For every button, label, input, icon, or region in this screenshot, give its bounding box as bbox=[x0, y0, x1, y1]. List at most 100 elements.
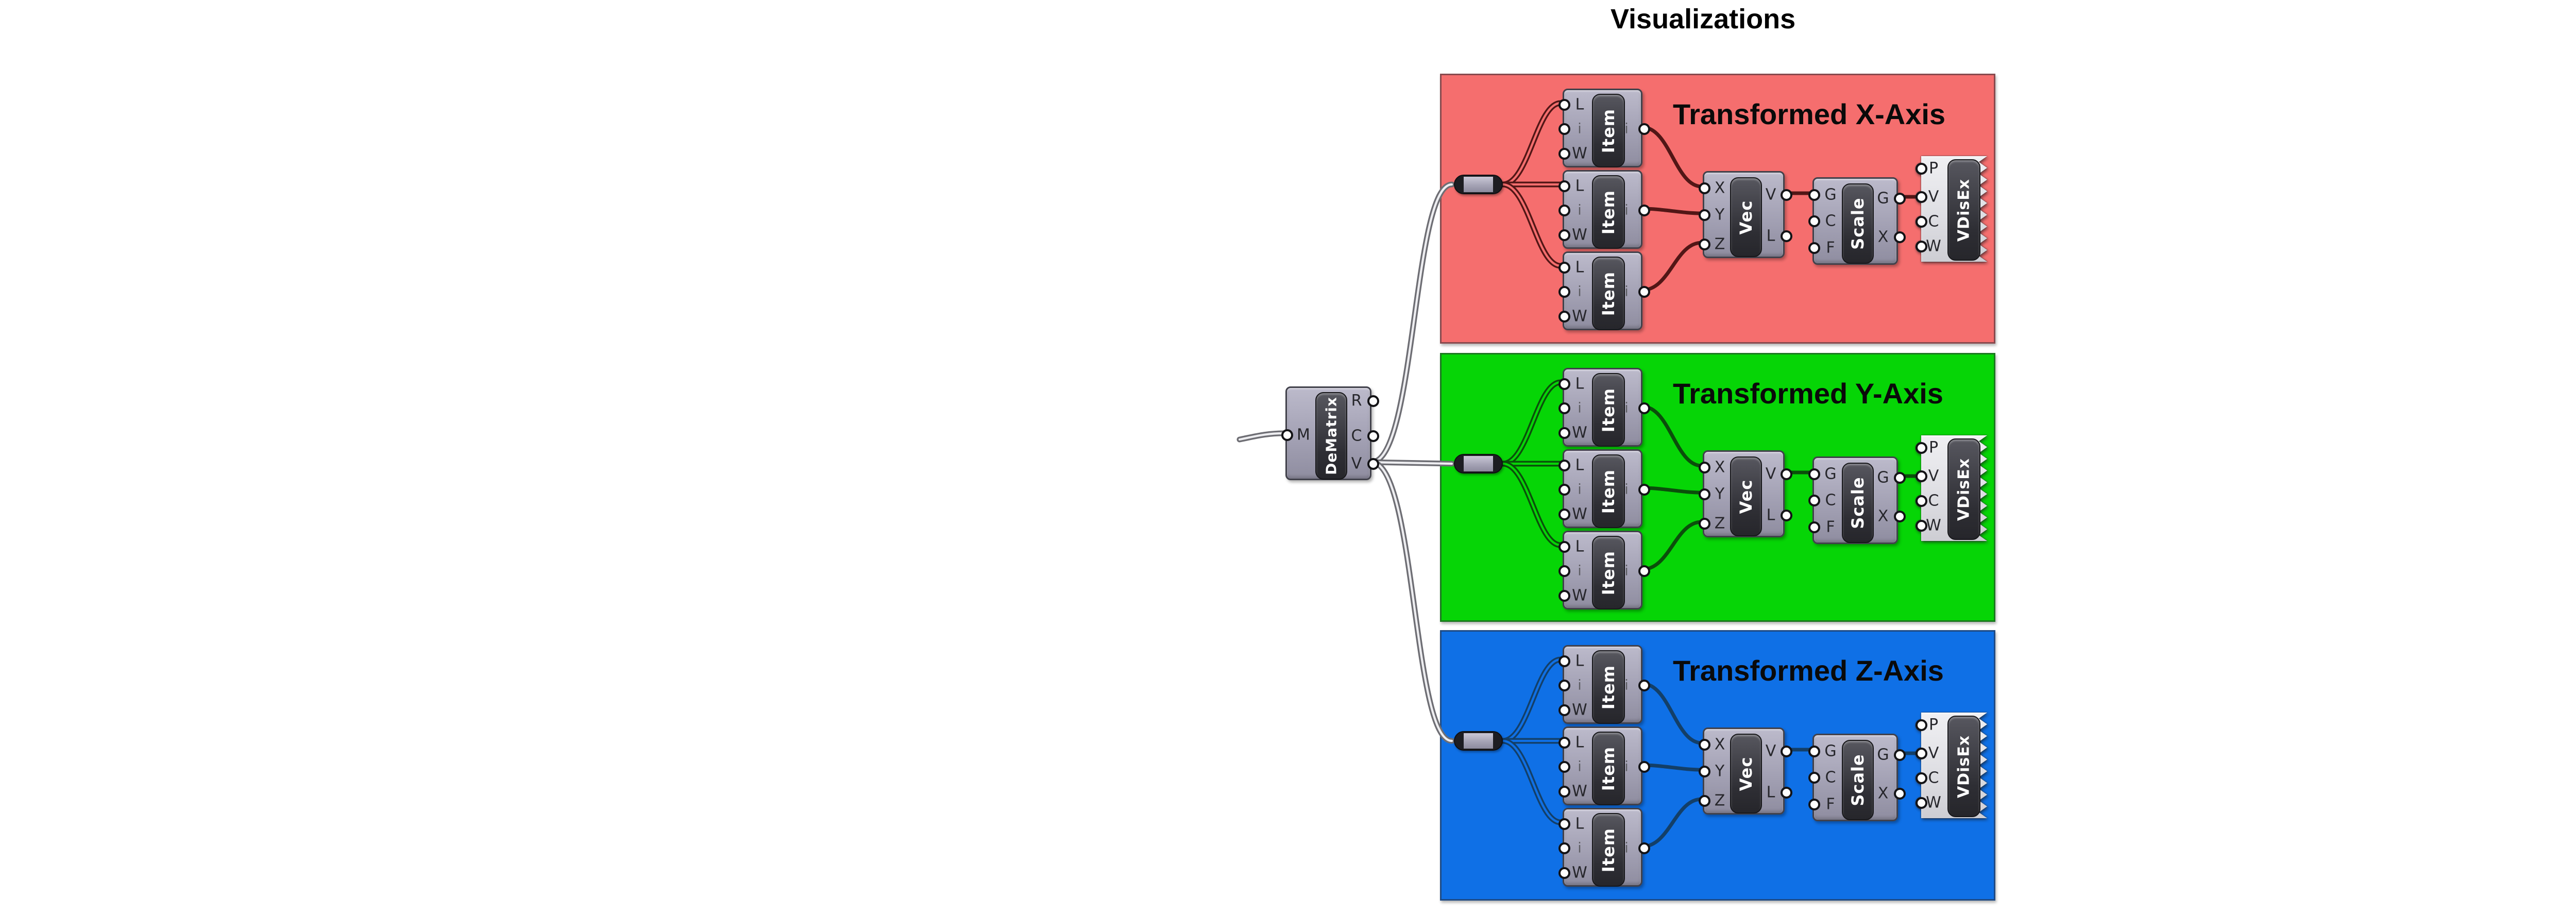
item-input-port-W[interactable] bbox=[1558, 785, 1570, 798]
scale-output-port-G[interactable] bbox=[1893, 471, 1906, 484]
item-input-port-i[interactable] bbox=[1558, 760, 1570, 773]
item-input-port-i[interactable] bbox=[1558, 483, 1570, 496]
scale-input-port-G[interactable] bbox=[1808, 189, 1820, 201]
wire-item2-vecZ[interactable] bbox=[1640, 241, 1704, 292]
item-input-port-L[interactable] bbox=[1558, 459, 1570, 471]
item-input-port-L[interactable] bbox=[1558, 98, 1570, 111]
scale-output-port-X[interactable] bbox=[1893, 510, 1906, 522]
dematrix-output-port-R[interactable] bbox=[1367, 395, 1379, 407]
item-input-port-W[interactable] bbox=[1558, 508, 1570, 520]
vec-output-port-V[interactable] bbox=[1780, 189, 1792, 201]
vdisex-input-port-V[interactable] bbox=[1915, 470, 1927, 482]
wire-item0-vecX[interactable] bbox=[1640, 404, 1704, 468]
item-input-port-W[interactable] bbox=[1558, 147, 1570, 160]
item-input-port-i[interactable] bbox=[1558, 123, 1570, 135]
item-input-port-W[interactable] bbox=[1558, 704, 1570, 716]
scale-output-port-G[interactable] bbox=[1893, 749, 1906, 761]
vdisex-input-port-W[interactable] bbox=[1915, 519, 1927, 532]
vec-output-port-L[interactable] bbox=[1780, 230, 1792, 242]
vec-input-port-X[interactable] bbox=[1698, 182, 1710, 194]
scale-input-port-F[interactable] bbox=[1808, 521, 1820, 533]
vec-input-port-Y[interactable] bbox=[1698, 488, 1710, 500]
dematrix-output-port-V[interactable] bbox=[1367, 458, 1379, 470]
item-output-port-i[interactable] bbox=[1638, 760, 1650, 773]
item-input-port-W[interactable] bbox=[1558, 310, 1570, 323]
relay-node-z[interactable] bbox=[1454, 731, 1503, 751]
item-output-port-i[interactable] bbox=[1638, 565, 1650, 577]
wire-item1-vecY[interactable] bbox=[1640, 207, 1704, 215]
scale-input-port-G[interactable] bbox=[1808, 745, 1820, 757]
item-input-port-i[interactable] bbox=[1558, 285, 1570, 298]
wire-v-to-relay-x[interactable] bbox=[1368, 181, 1455, 465]
dematrix-output-port-C[interactable] bbox=[1367, 430, 1379, 442]
wire-item2-vecZ[interactable] bbox=[1640, 797, 1704, 849]
wire-matrix-input-gap[interactable] bbox=[1238, 432, 1285, 441]
wire-item1-vecY[interactable] bbox=[1640, 763, 1704, 772]
item-input-port-L[interactable] bbox=[1558, 378, 1570, 390]
item-output-port-i[interactable] bbox=[1638, 285, 1650, 298]
vdisex-input-port-C[interactable] bbox=[1915, 772, 1927, 784]
wire-relay-item0-gap[interactable] bbox=[1501, 658, 1562, 742]
item-input-port-W[interactable] bbox=[1558, 229, 1570, 241]
item-input-port-L[interactable] bbox=[1558, 261, 1570, 274]
vdisex-input-port-P[interactable] bbox=[1915, 442, 1927, 454]
wire-item1-vecY[interactable] bbox=[1640, 486, 1704, 495]
vec-input-port-Y[interactable] bbox=[1698, 209, 1710, 221]
item-output-port-i[interactable] bbox=[1638, 483, 1650, 496]
vec-input-port-X[interactable] bbox=[1698, 738, 1710, 751]
vec-input-port-Z[interactable] bbox=[1698, 238, 1710, 250]
vec-input-port-Z[interactable] bbox=[1698, 794, 1710, 807]
item-input-port-i[interactable] bbox=[1558, 842, 1570, 854]
vec-output-port-V[interactable] bbox=[1780, 745, 1792, 757]
wire-relay-item0-gap[interactable] bbox=[1501, 381, 1562, 465]
item-output-port-i[interactable] bbox=[1638, 679, 1650, 691]
vdisex-input-port-V[interactable] bbox=[1915, 747, 1927, 759]
item-output-port-i[interactable] bbox=[1638, 842, 1650, 854]
scale-input-port-G[interactable] bbox=[1808, 468, 1820, 480]
item-input-port-W[interactable] bbox=[1558, 867, 1570, 879]
wire-v-to-relay-x-gap[interactable] bbox=[1370, 183, 1453, 464]
item-input-port-i[interactable] bbox=[1558, 402, 1570, 414]
vdisex-input-port-P[interactable] bbox=[1915, 162, 1927, 175]
vec-output-port-L[interactable] bbox=[1780, 786, 1792, 799]
vec-input-port-X[interactable] bbox=[1698, 461, 1710, 473]
scale-input-port-F[interactable] bbox=[1808, 798, 1820, 810]
wire-relay-item2-gap[interactable] bbox=[1501, 183, 1562, 267]
scale-input-port-C[interactable] bbox=[1808, 494, 1820, 506]
wire-relay-item0-gap[interactable] bbox=[1501, 101, 1562, 186]
item-input-port-L[interactable] bbox=[1558, 736, 1570, 749]
vec-input-port-Y[interactable] bbox=[1698, 765, 1710, 777]
vec-input-port-Z[interactable] bbox=[1698, 517, 1710, 530]
dematrix-input-port-M[interactable] bbox=[1281, 429, 1293, 441]
item-output-port-i[interactable] bbox=[1638, 204, 1650, 216]
scale-output-port-G[interactable] bbox=[1893, 192, 1906, 205]
item-output-port-i[interactable] bbox=[1638, 402, 1650, 414]
scale-input-port-C[interactable] bbox=[1808, 771, 1820, 784]
wire-item0-vecX[interactable] bbox=[1640, 125, 1704, 189]
scale-output-port-X[interactable] bbox=[1893, 787, 1906, 800]
vdisex-input-port-W[interactable] bbox=[1915, 797, 1927, 809]
item-input-port-W[interactable] bbox=[1558, 589, 1570, 602]
vdisex-input-port-C[interactable] bbox=[1915, 495, 1927, 507]
vec-output-port-L[interactable] bbox=[1780, 509, 1792, 521]
wire-v-to-relay-z[interactable] bbox=[1368, 459, 1455, 744]
item-output-port-i[interactable] bbox=[1638, 123, 1650, 135]
vdisex-input-port-V[interactable] bbox=[1915, 191, 1927, 203]
wire-relay-item2-gap[interactable] bbox=[1501, 462, 1562, 547]
item-input-port-L[interactable] bbox=[1558, 655, 1570, 667]
wire-item0-vecX[interactable] bbox=[1640, 682, 1704, 745]
